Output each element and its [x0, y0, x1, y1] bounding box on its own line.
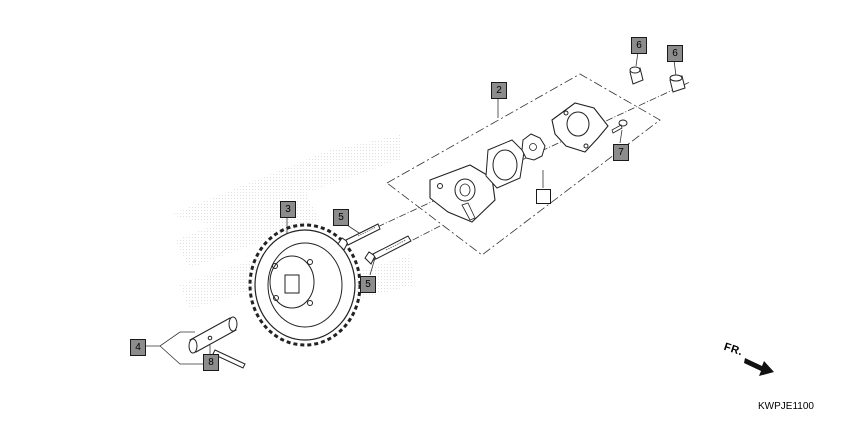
callout-3: 3 [280, 201, 296, 218]
callout-5-upper: 5 [333, 209, 349, 226]
callout-5-lower: 5 [360, 276, 376, 293]
pump-body [429, 164, 496, 223]
callout-4: 4 [130, 339, 146, 356]
pump-cover [551, 102, 609, 153]
callout-6-left: 6 [631, 37, 647, 54]
bolt-lower [364, 235, 412, 265]
cover-screw [611, 119, 628, 134]
dowel-left [629, 66, 644, 85]
diagram-code: KWPJE1100 [758, 401, 814, 412]
callout-8: 8 [203, 354, 219, 371]
front-direction-arrow-icon [744, 358, 774, 376]
inner-rotor [521, 133, 546, 161]
dowel-pin [212, 349, 246, 369]
assembly-outline [386, 73, 661, 256]
callout-2: 2 [491, 82, 507, 99]
callout-7: 7 [613, 144, 629, 161]
dowel-right [669, 74, 686, 93]
callout-blank [536, 189, 551, 204]
bolt-upper [337, 223, 381, 251]
callout-6-right: 6 [667, 45, 683, 62]
pump-shaft [188, 316, 238, 354]
outer-rotor [485, 139, 525, 189]
